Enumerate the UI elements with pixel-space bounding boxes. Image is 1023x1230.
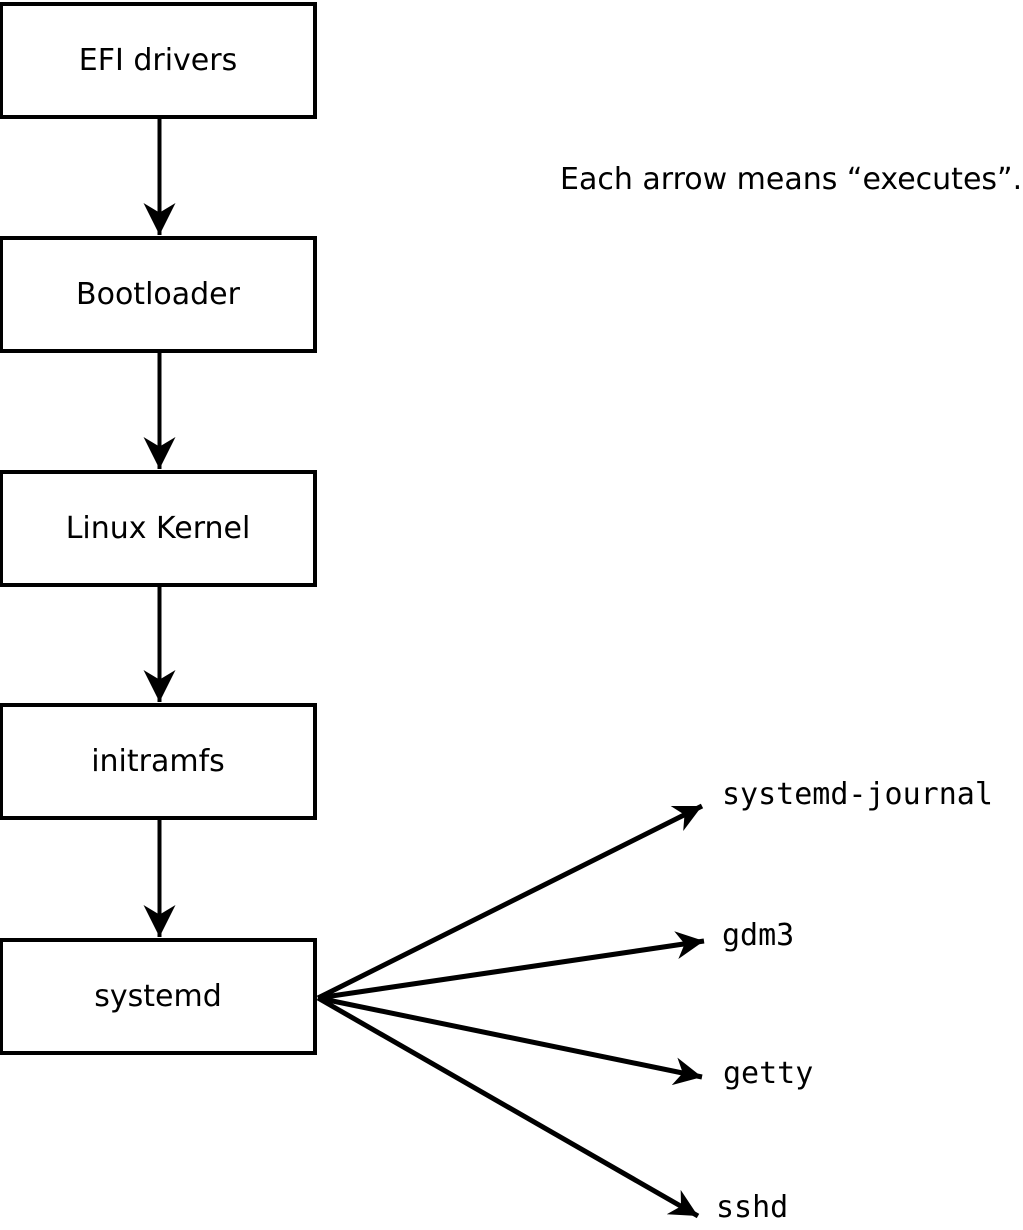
node-linux-kernel-label: Linux Kernel <box>65 510 251 546</box>
node-bootloader: Bootloader <box>0 236 317 353</box>
arrow-systemd-to-sshd <box>316 995 700 1219</box>
process-label-sshd: sshd <box>716 1190 789 1225</box>
arrow-systemd-to-gdm3 <box>317 931 705 1001</box>
arrow-systemd-to-getty <box>317 995 703 1086</box>
process-label-systemd-journal: systemd-journal <box>722 777 993 812</box>
node-initramfs-label: initramfs <box>91 743 225 779</box>
process-label-gdm3: gdm3 <box>722 918 795 953</box>
node-efi-drivers: EFI drivers <box>0 2 317 119</box>
node-linux-kernel: Linux Kernel <box>0 470 317 587</box>
node-systemd: systemd <box>0 938 317 1055</box>
caption-text: Each arrow means “executes”. <box>560 162 1023 197</box>
arrow-systemd-to-systemd-journal <box>316 803 704 1001</box>
process-label-getty: getty <box>723 1056 814 1091</box>
node-bootloader-label: Bootloader <box>76 276 240 312</box>
node-initramfs: initramfs <box>0 703 317 820</box>
node-efi-drivers-label: EFI drivers <box>78 42 238 78</box>
node-systemd-label: systemd <box>94 978 222 1014</box>
